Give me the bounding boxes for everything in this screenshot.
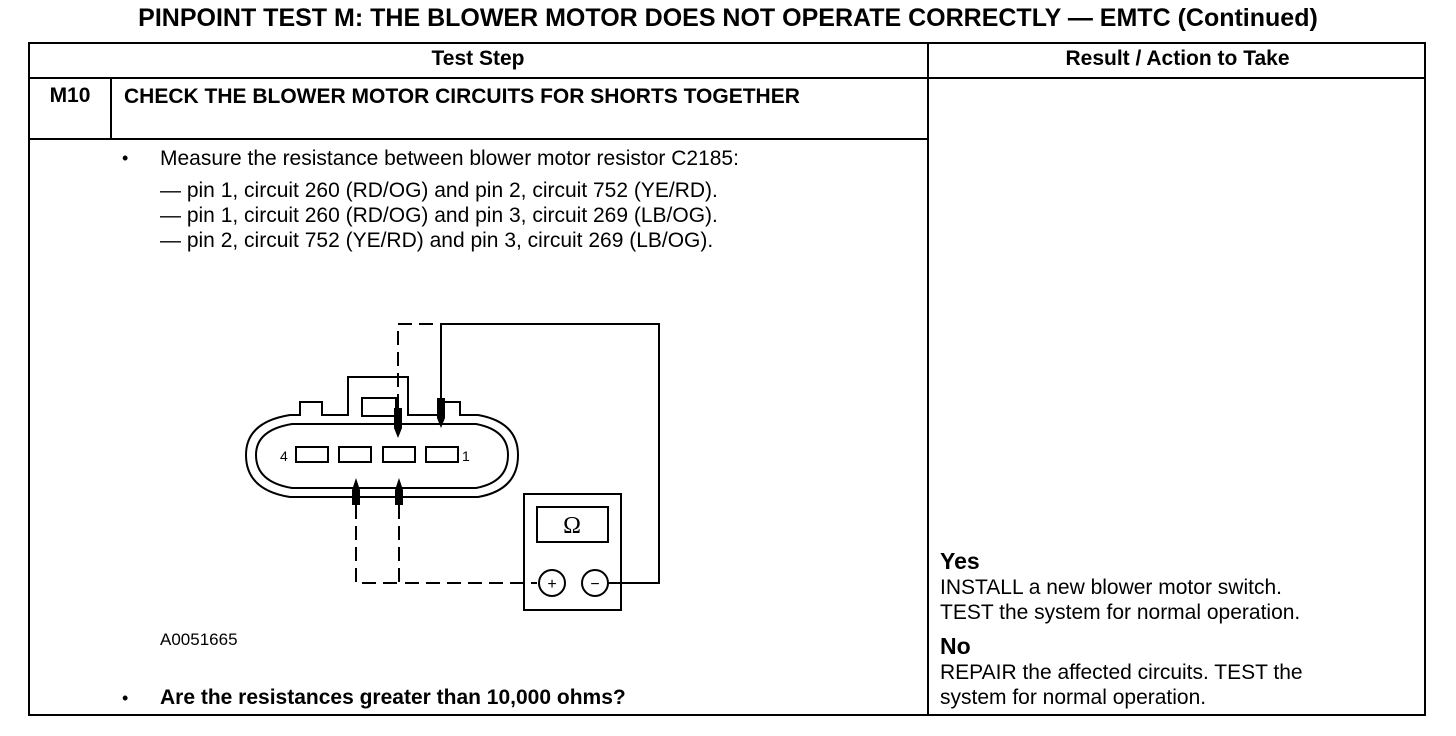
ohmmeter-display bbox=[536, 506, 609, 543]
result-no-line: REPAIR the affected circuits. TEST the bbox=[940, 661, 1303, 684]
step-id: M10 bbox=[49, 84, 91, 107]
measurement-list: — pin 1, circuit 260 (RD/OG) and pin 2, … bbox=[160, 178, 718, 253]
probe-top bbox=[394, 408, 402, 438]
result-yes-line: TEST the system for normal operation. bbox=[940, 601, 1301, 624]
connector-latch bbox=[361, 397, 397, 417]
pin-socket bbox=[295, 446, 329, 463]
pin-label-left: 4 bbox=[280, 448, 288, 464]
minus-label: − bbox=[590, 576, 599, 593]
column-divider bbox=[927, 42, 929, 716]
test-lead-solid bbox=[440, 323, 660, 584]
column-header-result: Result / Action to Take bbox=[1065, 47, 1290, 70]
bullet-question: • bbox=[122, 688, 129, 708]
probe-bottom bbox=[352, 478, 360, 505]
result-yes-text: INSTALL a new blower motor switch. TEST … bbox=[940, 575, 1410, 625]
question-text: Are the resistances greater than 10,000 … bbox=[160, 686, 626, 709]
instruction-text: Measure the resistance between blower mo… bbox=[160, 147, 739, 170]
page-title: PINPOINT TEST M: THE BLOWER MOTOR DOES N… bbox=[138, 4, 1318, 32]
test-lead-dashed bbox=[397, 323, 441, 408]
result-yes-label: Yes bbox=[940, 548, 980, 574]
probe-bottom bbox=[395, 478, 403, 505]
step-id-divider bbox=[110, 77, 112, 139]
measurement-item: — pin 1, circuit 260 (RD/OG) and pin 2, … bbox=[160, 179, 718, 202]
result-no-line: system for normal operation. bbox=[940, 686, 1207, 709]
column-header-step: Test Step bbox=[431, 47, 525, 70]
plus-label: + bbox=[547, 576, 556, 593]
header-divider bbox=[28, 77, 1426, 79]
pin-socket bbox=[425, 446, 459, 463]
probe-top bbox=[437, 398, 445, 428]
measurement-item: — pin 1, circuit 260 (RD/OG) and pin 3, … bbox=[160, 204, 718, 227]
pin-socket bbox=[338, 446, 372, 463]
step-title: CHECK THE BLOWER MOTOR CIRCUITS FOR SHOR… bbox=[124, 85, 800, 108]
bullet-instruction: • bbox=[122, 148, 129, 168]
pin-socket bbox=[382, 446, 416, 463]
result-yes-line: INSTALL a new blower motor switch. bbox=[940, 576, 1282, 599]
test-lead-dashed bbox=[355, 505, 399, 584]
figure-id: A0051665 bbox=[160, 630, 238, 649]
ohmmeter-body bbox=[523, 493, 622, 611]
result-no-text: REPAIR the affected circuits. TEST the s… bbox=[940, 660, 1410, 710]
measurement-item: — pin 2, circuit 752 (YE/RD) and pin 3, … bbox=[160, 229, 714, 252]
test-table bbox=[28, 42, 1426, 716]
result-no-label: No bbox=[940, 633, 971, 659]
minus-terminal-icon bbox=[581, 569, 609, 597]
connector-inner bbox=[254, 423, 510, 489]
test-lead-dashed bbox=[398, 505, 537, 584]
pin-label-right: 1 bbox=[462, 448, 470, 464]
ohm-symbol: Ω bbox=[563, 513, 581, 539]
connector-housing bbox=[244, 376, 520, 498]
plus-terminal-icon bbox=[538, 569, 566, 597]
step-title-divider bbox=[28, 138, 929, 140]
